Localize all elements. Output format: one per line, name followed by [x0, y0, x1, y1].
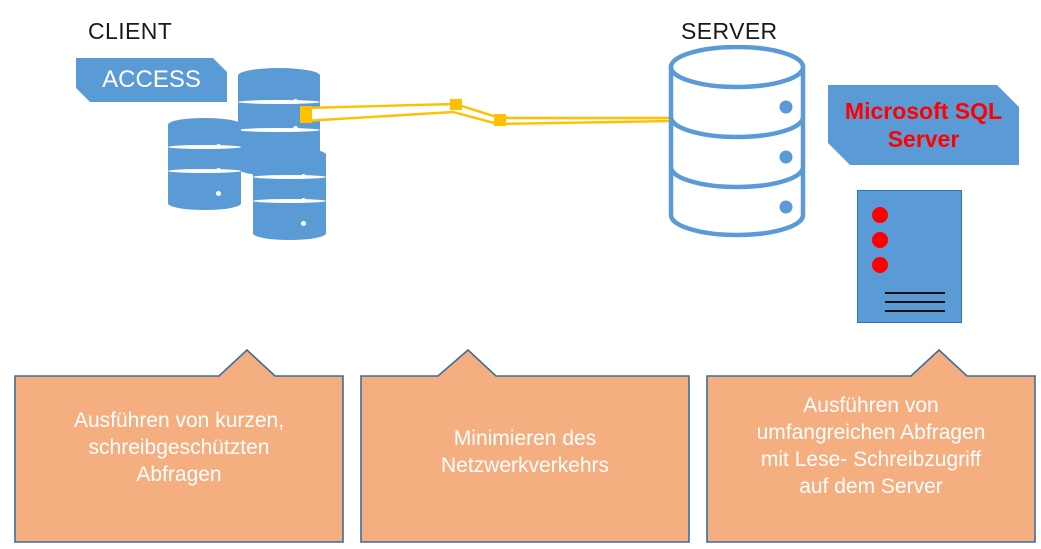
- server-database-cylinder: [668, 45, 806, 238]
- doc-line: [885, 301, 945, 303]
- doc-line: [885, 292, 945, 294]
- doc-bullet-icon: [872, 232, 888, 248]
- client-heading: CLIENT: [88, 18, 173, 44]
- callout-text: Minimieren des Netzwerkverkehrs: [440, 427, 610, 477]
- doc-line: [885, 310, 945, 312]
- sql-server-badge[interactable]: Microsoft SQL Server: [828, 85, 1019, 165]
- callout-minimize-network-traffic[interactable]: Minimieren des Netzwerkverkehrs: [360, 348, 690, 544]
- access-badge[interactable]: ACCESS: [76, 58, 227, 102]
- callout-text: Ausführen von kurzen, schreibgeschützten…: [73, 409, 285, 486]
- callout-large-readwrite-queries[interactable]: Ausführen von umfangreichen Abfragen mit…: [706, 348, 1036, 544]
- server-heading: SERVER: [681, 18, 778, 44]
- server-document-card: [857, 190, 962, 323]
- callout-short-readonly-queries[interactable]: Ausführen von kurzen, schreibgeschützten…: [14, 348, 344, 544]
- doc-bullet-icon: [872, 257, 888, 273]
- callout-text: Ausführen von umfangreichen Abfragen mit…: [756, 394, 986, 498]
- doc-bullet-icon: [872, 207, 888, 223]
